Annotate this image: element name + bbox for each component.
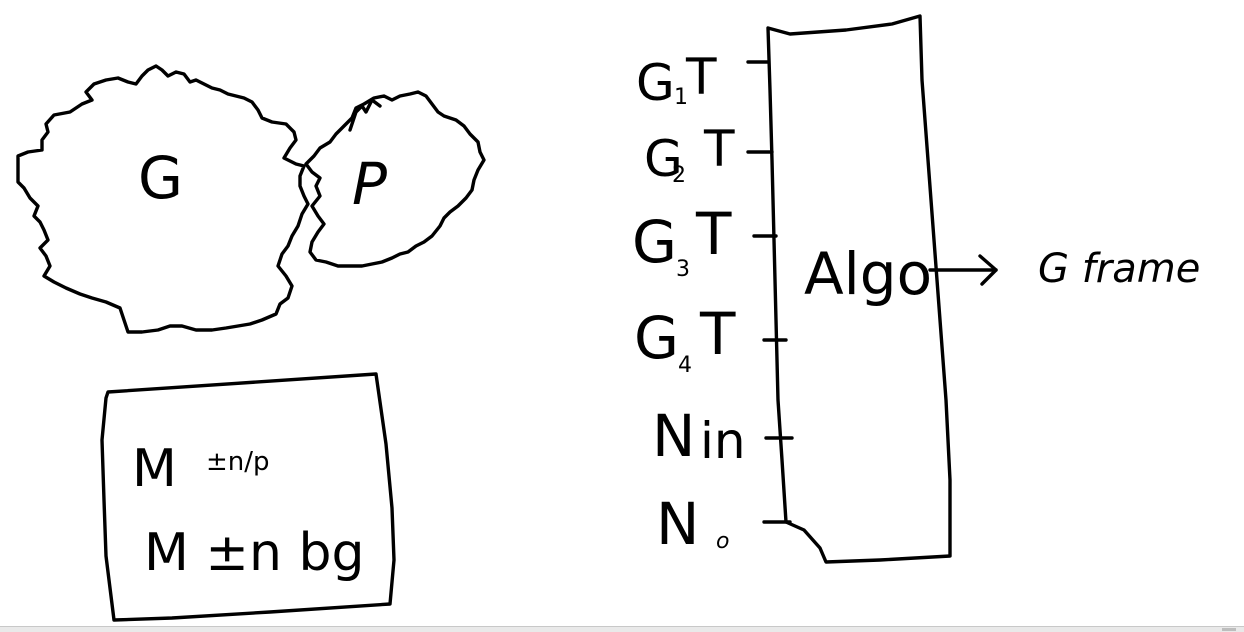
input-2-sub: 2	[672, 163, 686, 188]
input-1-tail: T	[685, 48, 717, 106]
note-line-1-suffix: ±n/p	[206, 447, 270, 477]
output-label: G frame	[1038, 246, 1200, 292]
blob-p-outline	[304, 90, 486, 268]
algo-label: Algo	[804, 240, 932, 308]
input-1-sub: 1	[674, 85, 688, 110]
note-line-1-base: M	[132, 439, 177, 499]
input-1-base: G	[636, 54, 675, 112]
input-label-5: N in	[652, 402, 746, 470]
input-6-base: N	[656, 490, 699, 558]
algo-block-outline	[766, 14, 952, 564]
input-5-base: N	[652, 402, 695, 470]
input-6-sub: o	[716, 529, 729, 554]
scrollbar-grip[interactable]	[1222, 628, 1236, 631]
input-label-1: G 1 T	[636, 48, 717, 112]
blob-p-label: P	[352, 150, 387, 218]
input-4-tail: T	[699, 300, 736, 368]
input-label-3: G 3 T	[632, 200, 732, 282]
input-3-base: G	[632, 208, 677, 276]
blob-g-outline	[16, 64, 310, 334]
blob-g-label: G	[138, 144, 183, 212]
input-label-6: N o	[656, 490, 729, 558]
input-2-tail: T	[703, 120, 735, 178]
blob-p-scribble	[348, 98, 382, 132]
input-label-2: G 2 T	[644, 120, 735, 188]
bottom-scrollbar[interactable]	[0, 626, 1244, 632]
input-3-sub: 3	[676, 257, 690, 282]
input-3-tail: T	[695, 200, 732, 268]
output-arrow-head	[978, 254, 998, 286]
input-label-4: G 4 T	[634, 300, 736, 378]
input-5-sub: in	[700, 412, 746, 470]
input-4-base: G	[634, 304, 679, 372]
input-4-sub: 4	[678, 353, 692, 378]
note-line-2: M ±n bg	[144, 523, 364, 583]
note-box-outline	[100, 372, 396, 622]
input-2-base: G	[644, 130, 683, 188]
